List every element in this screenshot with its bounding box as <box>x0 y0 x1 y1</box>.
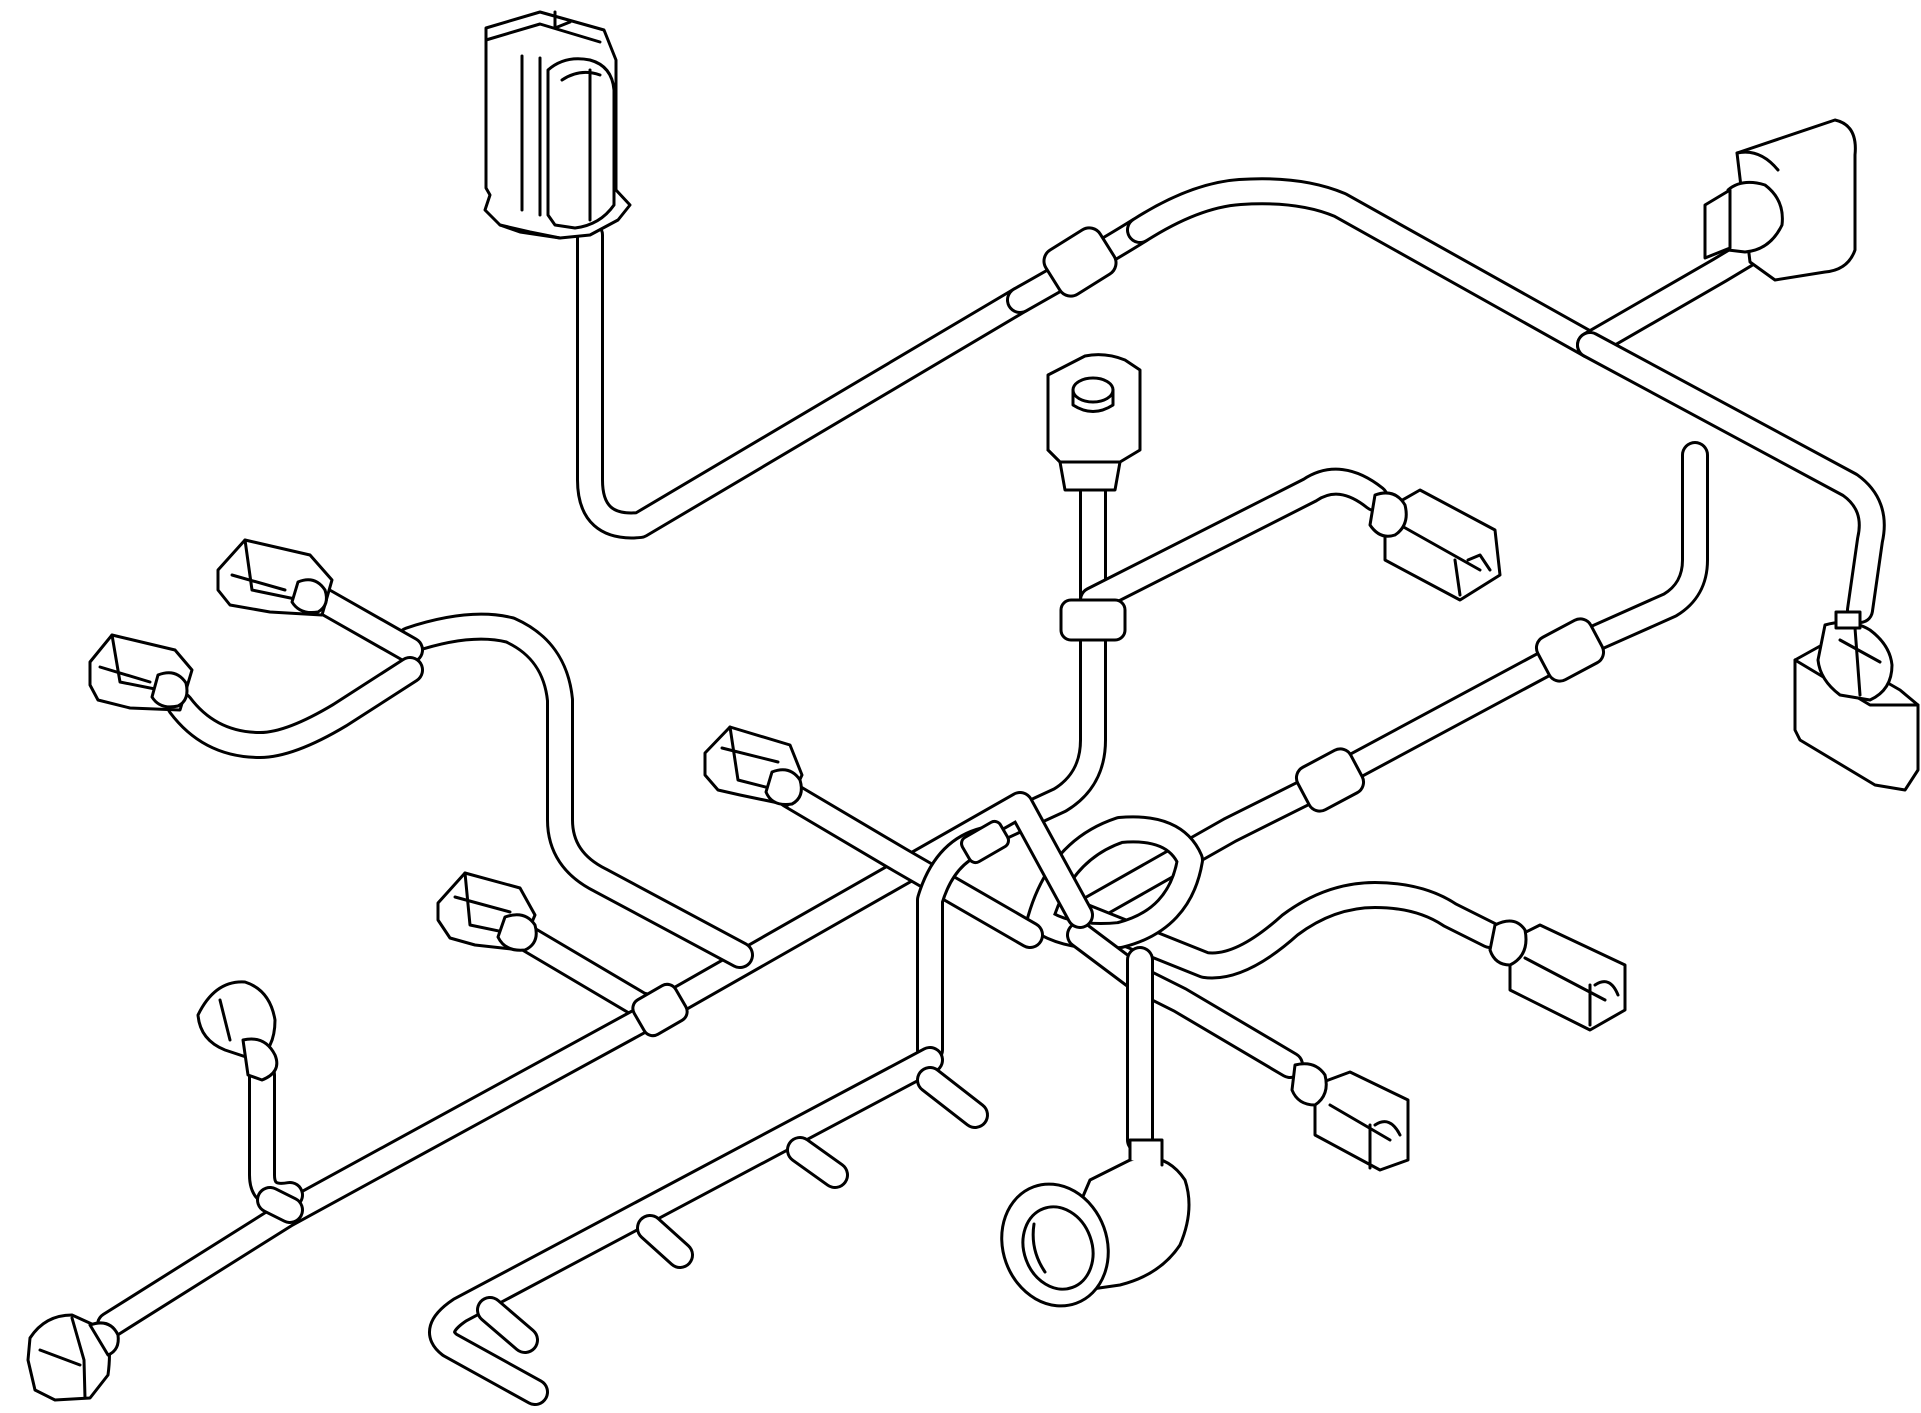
center-sensor-wire <box>981 476 1107 844</box>
left-trunk-sleeve-icon <box>631 982 689 1038</box>
left-main-trunk <box>646 791 1094 1024</box>
right-down-plug-icon <box>1793 610 1920 792</box>
left-middle-plug-icon <box>436 871 538 952</box>
comb-tooth-4 <box>476 1296 539 1354</box>
center-lower-branch <box>1066 921 1304 1079</box>
center-sensor-sleeve-icon <box>1059 598 1127 642</box>
center-crossbar <box>1066 881 1504 980</box>
top-sleeve-icon <box>1042 226 1118 298</box>
left-upper-plug2-wire <box>166 656 424 759</box>
comb-harness-upper <box>916 826 999 1064</box>
center-left-plug-wire <box>776 781 1044 949</box>
left-angled-plug-icon <box>196 980 279 1082</box>
bottom-left-plug-icon <box>26 1313 120 1402</box>
round-socket-connector-icon <box>1000 1138 1191 1308</box>
comb-harness-main <box>428 1046 944 1406</box>
left-long-trunk <box>96 996 674 1339</box>
left-angled-wire <box>248 1061 304 1210</box>
right-middle-plug-icon <box>1488 919 1627 1032</box>
center-to-right-plug <box>1079 467 1389 614</box>
harness-parts <box>26 10 1920 1402</box>
left-angled-to-trunk <box>256 1186 304 1224</box>
main-multi-pin-connector-icon <box>483 10 632 240</box>
center-right-plug-icon <box>1368 488 1502 602</box>
right-diagonal-sleeve-1-icon <box>1294 747 1366 813</box>
lower-right-plug-icon <box>1290 1062 1410 1172</box>
center-left-plug-icon <box>703 725 804 807</box>
left-upper-plug-2-icon <box>88 633 194 712</box>
right-long-trunk <box>1576 331 1886 624</box>
top-trunk <box>1126 177 1604 359</box>
left-upper-trunk <box>396 612 754 969</box>
comb-tooth-3 <box>636 1214 694 1269</box>
right-diagonal-trunk <box>1066 631 1594 929</box>
comb-tooth-2 <box>786 1136 849 1189</box>
right-diagonal-sleeve-2-icon <box>1534 617 1606 683</box>
comb-tooth-1 <box>916 1066 989 1129</box>
center-sensor-plug-icon <box>1046 353 1142 492</box>
harness-wires <box>96 177 1886 1406</box>
top-right-branch <box>1576 241 1759 359</box>
left-upper-plug-1-icon <box>216 538 334 617</box>
left-upper-plug1-wire <box>308 586 424 664</box>
main-connector-wire <box>576 221 1034 540</box>
right-vertical-branch <box>1566 441 1709 659</box>
top-right-plug-icon <box>1703 118 1857 282</box>
comb-sleeve-icon <box>960 819 1010 865</box>
